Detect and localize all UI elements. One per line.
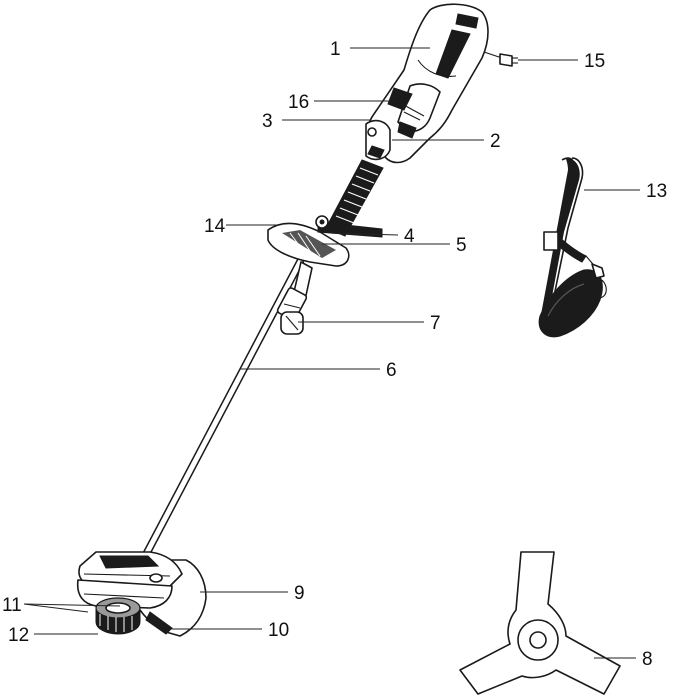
callout-2: 2: [490, 131, 501, 152]
shaft-lock-knob: [280, 311, 304, 335]
callout-15: 15: [584, 51, 605, 72]
callout-5: 5: [456, 235, 467, 256]
trimmer-head: [76, 551, 207, 637]
callout-9: 9: [294, 583, 305, 604]
ribbed-tube: [325, 159, 384, 237]
callout-10: 10: [268, 620, 289, 641]
shoulder-strap: [538, 157, 607, 338]
callout-7: 7: [430, 313, 441, 334]
string-trimmer: [76, 3, 518, 637]
callout-14: 14: [204, 216, 226, 237]
callout-6: 6: [386, 360, 397, 381]
callout-1: 1: [330, 39, 341, 60]
main-housing: [365, 3, 489, 164]
shaft: [136, 258, 304, 570]
callout-3: 3: [262, 111, 273, 132]
three-tooth-blade: [459, 551, 621, 695]
callout-4: 4: [404, 226, 415, 247]
callout-8: 8: [642, 649, 653, 670]
leader-lines: [23, 47, 640, 659]
callout-13: 13: [646, 181, 667, 202]
callout-labels: 1 2 3 4 5 6 7 8 9 10 11 12 13 14 15 16: [2, 39, 667, 670]
callout-11: 11: [2, 595, 22, 616]
power-cable-plug: [483, 51, 518, 67]
spool: [95, 597, 141, 635]
callout-16: 16: [288, 92, 309, 113]
auxiliary-handle: [267, 215, 383, 267]
callout-12: 12: [8, 625, 29, 646]
